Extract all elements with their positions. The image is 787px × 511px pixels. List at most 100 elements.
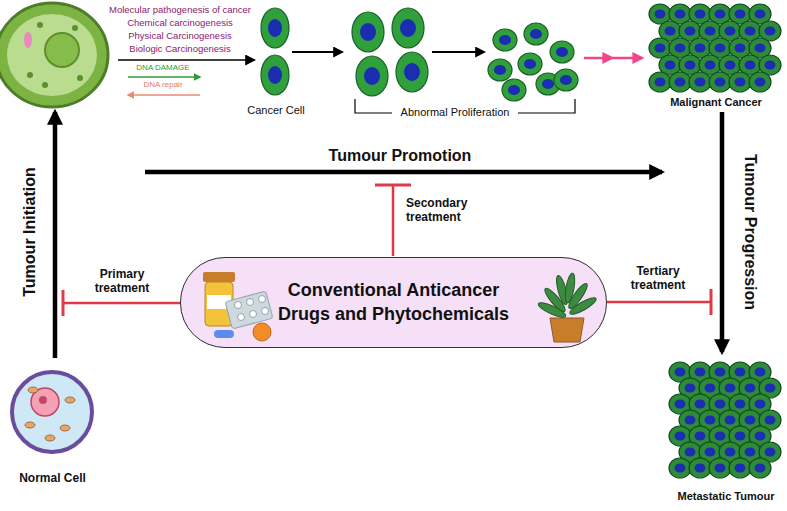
- cell-nucleus: [735, 78, 746, 87]
- dna-label: DNA repair: [118, 80, 208, 90]
- cancer-cell: [669, 72, 691, 92]
- box-title: Conventional Anticancer Drugs and Phytoc…: [263, 279, 525, 326]
- cell-label: Metastatic Tumour: [678, 490, 775, 503]
- cancer-cell: [669, 458, 691, 478]
- cell-nucleus: [745, 448, 756, 457]
- cause-label: Chemical carcinogenesis: [93, 17, 268, 28]
- tablet: [253, 323, 271, 341]
- cancer-cell: [518, 53, 542, 75]
- cancer-cell: [729, 458, 751, 478]
- bracket: [518, 99, 575, 113]
- cancer-cell: [392, 8, 424, 48]
- inhibition-line: [63, 302, 180, 305]
- cancer-cell: [261, 55, 289, 95]
- bottle-cap: [203, 272, 235, 282]
- cancer-cell: [502, 79, 526, 101]
- organelle: [25, 422, 35, 428]
- cell-nucleus: [765, 384, 776, 393]
- cell-figure: Metastatic Tumour: [668, 352, 784, 506]
- cell-nucleus: [765, 448, 776, 457]
- organelle: [42, 82, 48, 88]
- cell-nucleus: [675, 78, 686, 87]
- transforming-cell: [0, 3, 108, 107]
- cell-nucleus: [655, 78, 666, 87]
- cell-nucleus: [360, 23, 376, 41]
- cell-nucleus: [725, 416, 736, 425]
- cancer-cell: [356, 56, 388, 96]
- cell-nucleus: [675, 368, 686, 377]
- cell-nucleus: [745, 27, 756, 36]
- cell-label: Malignant Cancer: [670, 96, 762, 109]
- cell-figure: Cancer Cell: [240, 2, 312, 120]
- cell-nucleus: [508, 85, 520, 95]
- cell-nucleus: [494, 65, 506, 75]
- organelle: [28, 387, 38, 393]
- cell-nucleus: [755, 44, 766, 53]
- stage-label: Tumour Initiation: [20, 167, 39, 296]
- organelle: [77, 75, 83, 81]
- cell-label: Normal Cell: [19, 471, 86, 485]
- cancer-cell: [493, 29, 517, 51]
- cell-nucleus: [675, 464, 686, 473]
- cell-nucleus: [655, 44, 666, 53]
- dna-repair-arrow: [128, 94, 200, 96]
- cause-label: Biologic Carcinogenesis: [93, 43, 268, 54]
- cell-nucleus: [530, 29, 542, 39]
- normal-cell: [12, 372, 92, 452]
- cell-nucleus: [695, 464, 706, 473]
- treatment-label: Primary treatment: [80, 267, 164, 296]
- cell-nucleus: [715, 44, 726, 53]
- inhibition-bar: [62, 290, 65, 316]
- cell-nucleus: [725, 384, 736, 393]
- cell-nucleus: [735, 400, 746, 409]
- cancer-cell: [554, 69, 578, 91]
- cell-nucleus: [765, 61, 776, 70]
- illustration: [0, 3, 781, 478]
- cancer-cell: [749, 458, 771, 478]
- cell-nucleus: [685, 384, 696, 393]
- dna-damage-arrow: [128, 76, 200, 78]
- progression-arrow: [720, 112, 725, 352]
- cancer-cell: [261, 8, 289, 48]
- cell-nucleus: [695, 400, 706, 409]
- cell-nucleus: [715, 368, 726, 377]
- inhibition-line: [392, 185, 395, 256]
- process-arrow: [432, 51, 484, 53]
- initiation-arrow: [53, 112, 58, 358]
- connectors: [722, 112, 723, 352]
- stage-label: Abnormal Proliferation: [375, 106, 535, 119]
- cancer-cell: [709, 458, 731, 478]
- organelle: [65, 397, 75, 403]
- blister-pill: [235, 302, 242, 309]
- nucleolus: [39, 396, 47, 404]
- process-arrow: [292, 51, 342, 53]
- cell-nucleus: [715, 10, 726, 19]
- cell-nucleus: [745, 384, 756, 393]
- cell-nucleus: [725, 27, 736, 36]
- cell-nucleus: [675, 400, 686, 409]
- cell-nucleus: [685, 448, 696, 457]
- treatment-box: Conventional Anticancer Drugs and Phytoc…: [180, 257, 607, 348]
- cancer-cell: [524, 23, 548, 45]
- cell-nucleus: [268, 66, 282, 84]
- cell-nucleus: [755, 368, 766, 377]
- cell-nucleus: [705, 61, 716, 70]
- cancer-cell: [689, 458, 711, 478]
- cell-nucleus: [745, 416, 756, 425]
- cell-nucleus: [685, 27, 696, 36]
- plant-leaf: [568, 295, 598, 317]
- cell-nucleus: [715, 78, 726, 87]
- organelle: [72, 25, 78, 31]
- cell-nucleus: [725, 61, 736, 70]
- cancer-cell: [649, 72, 671, 92]
- cell-nucleus: [400, 19, 416, 37]
- inhibition-line: [607, 301, 711, 304]
- cell-nucleus: [755, 432, 766, 441]
- blister-pill: [238, 314, 245, 321]
- blister-pill: [247, 299, 254, 306]
- cell-nucleus: [735, 368, 746, 377]
- cell-nucleus: [735, 44, 746, 53]
- cell-nucleus: [715, 464, 726, 473]
